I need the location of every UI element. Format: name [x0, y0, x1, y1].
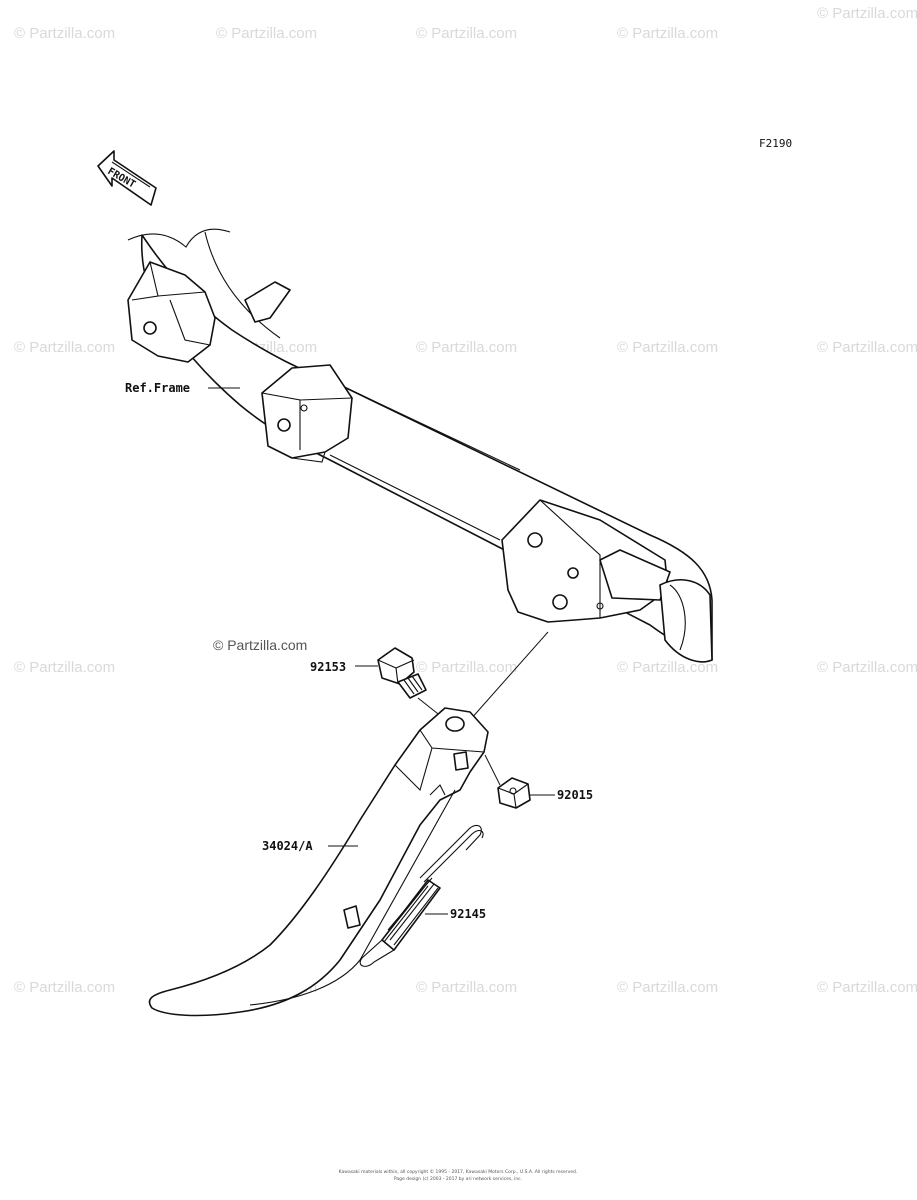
watermark: © Partzilla.com — [416, 979, 517, 996]
footer-design: Page design (c) 2003 - 2017 by ari netwo… — [394, 1176, 522, 1182]
watermark: © Partzilla.com — [14, 339, 115, 356]
frame-illustration — [127, 228, 713, 663]
label-ref-frame: Ref.Frame — [125, 381, 190, 395]
watermark: © Partzilla.com — [14, 659, 115, 676]
watermark: © Partzilla.com — [416, 659, 517, 676]
bolt-92153[interactable] — [377, 647, 427, 699]
overlay-watermark: © Partzilla.com — [213, 637, 307, 653]
watermark: © Partzilla.com — [617, 25, 718, 42]
label-34024a: 34024/A — [262, 839, 313, 853]
watermark: © Partzilla.com — [14, 979, 115, 996]
assembly-line — [484, 754, 501, 786]
side-stand-34024a[interactable] — [148, 707, 489, 1017]
watermark: © Partzilla.com — [617, 339, 718, 356]
label-92153: 92153 — [310, 660, 346, 674]
watermark: © Partzilla.com — [617, 979, 718, 996]
watermark: © Partzilla.com — [617, 659, 718, 676]
watermark: © Partzilla.com — [817, 339, 917, 356]
front-arrow-icon: FRONT — [97, 150, 157, 206]
watermark: © Partzilla.com — [216, 25, 317, 42]
watermark: © Partzilla.com — [817, 5, 917, 22]
figure-code: F2190 — [759, 137, 792, 150]
watermark: © Partzilla.com — [416, 25, 517, 42]
watermark: © Partzilla.com — [416, 339, 517, 356]
watermark: © Partzilla.com — [817, 979, 917, 996]
label-92015: 92015 — [557, 788, 593, 802]
nut-92015[interactable] — [497, 777, 531, 809]
watermark: © Partzilla.com — [817, 659, 917, 676]
label-92145: 92145 — [450, 907, 486, 921]
spring-92145[interactable] — [359, 824, 484, 967]
assembly-line — [469, 631, 549, 721]
footer-copyright: Kawasaki materials within, all copyright… — [339, 1168, 578, 1175]
watermark: © Partzilla.com — [14, 25, 115, 42]
